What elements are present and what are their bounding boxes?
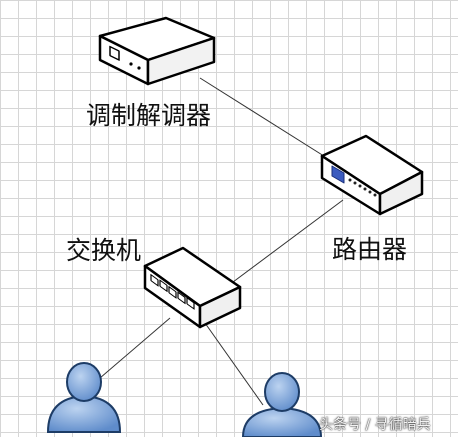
modem-icon xyxy=(98,16,216,86)
router-icon xyxy=(320,134,424,216)
link-switch-user-left xyxy=(99,317,171,379)
modem-label: 调制解调器 xyxy=(86,101,212,130)
router-label: 路由器 xyxy=(332,235,408,264)
user-icon xyxy=(46,362,122,433)
link-switch-user-right xyxy=(204,322,264,406)
connection-lines xyxy=(99,77,344,406)
switch-label: 交换机 xyxy=(66,236,142,265)
switch-icon xyxy=(143,246,242,329)
link-modem-router xyxy=(199,77,336,164)
user-icon xyxy=(241,372,323,437)
link-router-switch xyxy=(224,199,344,289)
watermark: 头条号 / 寻循暗兵 xyxy=(319,417,431,433)
